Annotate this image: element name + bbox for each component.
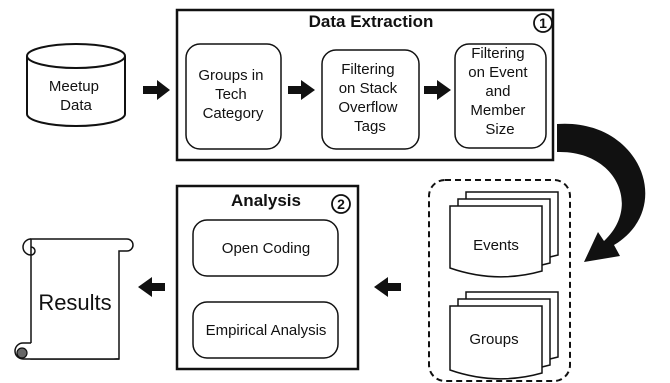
step-1-line-2: Tech: [215, 86, 247, 103]
open-coding-box: [192, 219, 339, 277]
step-badge-1-label: 1: [539, 15, 547, 31]
step-3-line-1: Filtering: [471, 45, 524, 62]
groups-document-stack: Groups: [449, 291, 559, 380]
meetup-data-label-line-2: Data: [60, 97, 92, 114]
step-badge-2: [331, 194, 351, 214]
curved-arrow-icon: [557, 123, 646, 263]
data-extraction-title: Data Extraction: [309, 12, 434, 31]
svg-text:Groups in Tech: Groups in Tech Category: [198, 67, 267, 122]
groups-in-tech-category-step: Groups in Tech Category: [185, 43, 282, 150]
step-2-line-1: Filtering: [341, 61, 394, 78]
step-1-line-1: Groups in: [198, 67, 263, 84]
arrow-right-icon: [424, 80, 451, 100]
meetup-data-cylinder: Meetup Data: [26, 43, 126, 127]
step-2-line-3: Overflow: [338, 99, 397, 116]
events-label: Events: [473, 237, 519, 254]
groups-label: Groups: [469, 331, 518, 348]
results-scroll: Results: [14, 238, 134, 360]
step-badge-1: [533, 13, 553, 33]
svg-text:Filtering on Stack: Filtering on Stack Overflow Tags: [338, 61, 401, 135]
step-3-line-5: Size: [485, 121, 514, 138]
step-3-line-3: and: [485, 83, 510, 100]
step-1-line-3: Category: [203, 105, 264, 122]
stack-overflow-tags-filter-step: Filtering on Stack Overflow Tags: [321, 49, 420, 150]
events-document-stack: Events: [449, 191, 559, 278]
arrow-right-icon: [143, 80, 170, 100]
step-2-line-2: on Stack: [339, 80, 398, 97]
arrow-right-icon: [288, 80, 315, 100]
open-coding-label: Open Coding: [222, 240, 310, 257]
svg-text:Meetup Data: Meetup Data: [49, 78, 103, 114]
step-3-line-4: Member: [470, 102, 525, 119]
results-label: Results: [38, 290, 111, 315]
empirical-analysis-label: Empirical Analysis: [206, 322, 327, 339]
data-extraction-panel: Data Extraction 1 Groups in Tech Categor…: [175, 8, 555, 162]
empirical-analysis-box: [192, 301, 339, 359]
analysis-title: Analysis: [231, 191, 301, 210]
analysis-panel: Analysis 2 Open Coding Empirical Analysi…: [175, 184, 360, 371]
arrow-left-icon: [138, 277, 165, 297]
meetup-data-label-line-1: Meetup: [49, 78, 99, 95]
event-member-size-filter-step: Filtering on Event and Member Size: [454, 43, 547, 149]
step-2-line-4: Tags: [354, 118, 386, 135]
datasets-container: Events Groups: [428, 179, 571, 382]
step-badge-2-label: 2: [337, 196, 345, 212]
step-3-line-2: on Event: [468, 64, 528, 81]
svg-text:Filtering on Event: Filtering on Event and Member Size: [468, 45, 531, 138]
arrow-left-icon: [374, 277, 401, 297]
